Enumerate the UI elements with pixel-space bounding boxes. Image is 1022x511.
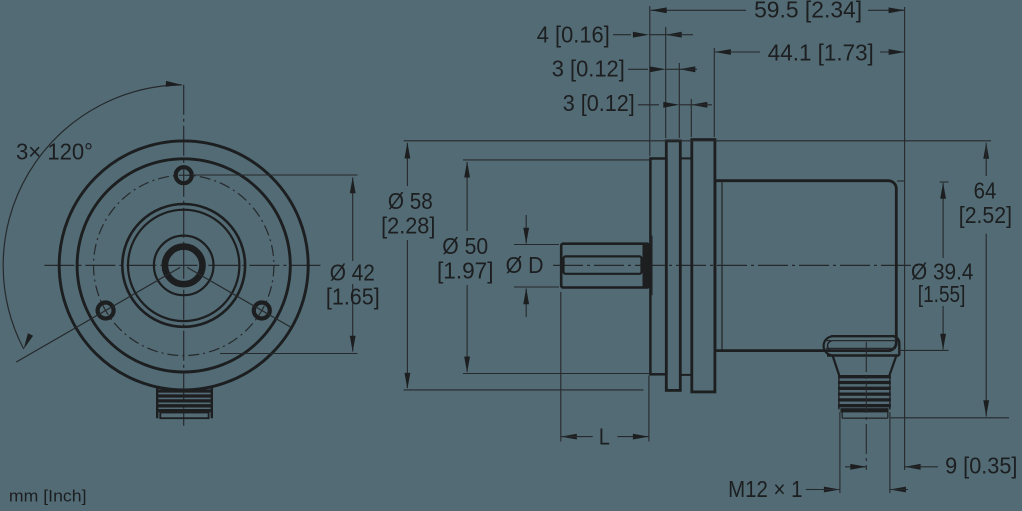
svg-text:44.1 [1.73]: 44.1 [1.73] <box>768 40 874 66</box>
svg-text:9 [0.35]: 9 [0.35] <box>945 453 1017 479</box>
svg-text:Ø 50: Ø 50 <box>442 233 488 259</box>
svg-text:64: 64 <box>974 178 997 204</box>
svg-text:L: L <box>599 424 610 450</box>
svg-text:3 [0.12]: 3 [0.12] <box>563 90 635 116</box>
svg-text:[1.65]: [1.65] <box>326 284 380 310</box>
svg-text:3× 120°: 3× 120° <box>16 138 93 164</box>
svg-text:Ø 58: Ø 58 <box>388 188 433 214</box>
svg-text:[2.28]: [2.28] <box>381 213 435 239</box>
svg-text:[2.52]: [2.52] <box>959 202 1012 228</box>
svg-text:[1.97]: [1.97] <box>437 258 494 284</box>
svg-text:mm [Inch]: mm [Inch] <box>9 487 87 506</box>
svg-text:[1.55]: [1.55] <box>918 281 966 307</box>
svg-text:Ø D: Ø D <box>506 252 544 278</box>
svg-text:4 [0.16]: 4 [0.16] <box>537 21 610 47</box>
svg-text:Ø 42: Ø 42 <box>330 259 375 285</box>
svg-text:M12 × 1: M12 × 1 <box>728 476 802 502</box>
svg-text:Ø 39.4: Ø 39.4 <box>911 258 974 284</box>
svg-text:3 [0.12]: 3 [0.12] <box>552 55 625 81</box>
svg-text:59.5 [2.34]: 59.5 [2.34] <box>754 0 862 23</box>
